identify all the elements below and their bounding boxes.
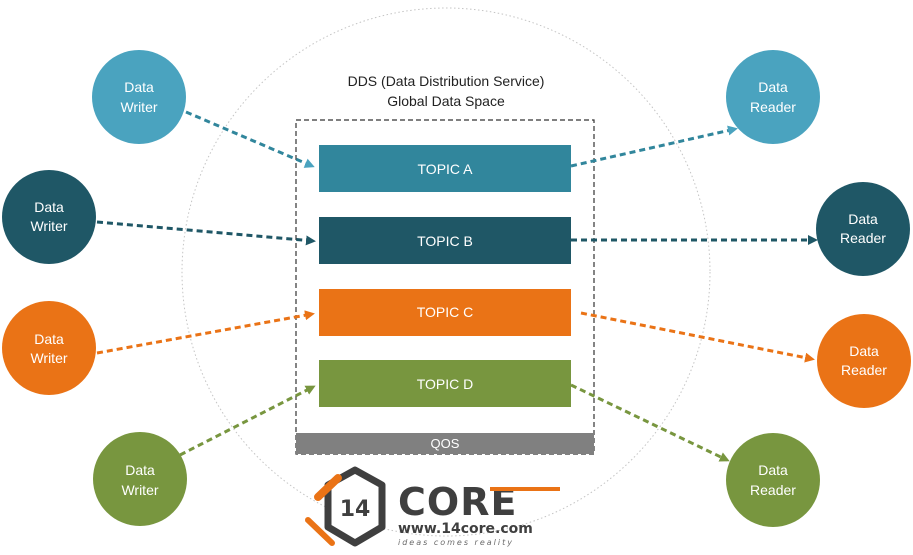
arrow-writer-4-to-topic-d <box>179 385 316 457</box>
logo-number: 14 <box>340 497 371 522</box>
data-writer-1-circle <box>92 50 186 144</box>
data-writer-1-line-1: Data <box>124 79 154 95</box>
topic-d[interactable]: TOPIC D <box>319 360 571 407</box>
arrow-topic-d-to-reader-4 <box>570 383 730 462</box>
data-reader-2[interactable]: Data Reader <box>816 182 910 276</box>
logo-word: CORE <box>398 480 517 524</box>
arrow-writer-1-to-topic-a <box>185 110 315 168</box>
logo-orange-accent-icon <box>314 474 342 501</box>
data-reader-2-line-2: Reader <box>840 230 886 246</box>
data-reader-4-circle <box>726 433 820 527</box>
data-writer-3-line-2: Writer <box>30 350 67 366</box>
data-writer-3-line-1: Data <box>34 331 64 347</box>
data-writer-2-circle <box>2 170 96 264</box>
data-reader-3-line-1: Data <box>849 343 879 359</box>
arrow-writer-2-to-topic-b <box>96 220 316 246</box>
data-reader-2-line-1: Data <box>848 211 878 227</box>
topic-b-label: TOPIC B <box>417 233 473 249</box>
logo-tagline: ideas comes reality <box>398 538 514 547</box>
topic-a[interactable]: TOPIC A <box>319 145 571 192</box>
qos-label: QOS <box>431 436 460 451</box>
topic-c[interactable]: TOPIC C <box>319 289 571 336</box>
data-writer-3[interactable]: Data Writer <box>2 301 96 395</box>
arrow-topic-c-to-reader-3 <box>580 311 815 363</box>
global-data-space-circle <box>181 7 711 537</box>
data-writer-2-line-2: Writer <box>30 218 67 234</box>
data-reader-3[interactable]: Data Reader <box>817 314 911 408</box>
topic-d-label: TOPIC D <box>417 376 474 392</box>
arrow-writer-3-to-topic-c <box>96 310 315 355</box>
data-writer-4-line-1: Data <box>125 462 155 478</box>
qos-bar <box>296 433 594 454</box>
data-reader-4-line-2: Reader <box>750 482 796 498</box>
topic-b-box <box>319 217 571 264</box>
data-writer-2-line-1: Data <box>34 199 64 215</box>
data-reader-1[interactable]: Data Reader <box>726 50 820 144</box>
topic-d-box <box>319 360 571 407</box>
data-writer-4[interactable]: Data Writer <box>93 432 187 526</box>
topic-c-box <box>319 289 571 336</box>
title-line-1: DDS (Data Distribution Service) <box>348 73 545 89</box>
arrow-topic-a-to-reader-1 <box>570 125 738 168</box>
topic-a-label: TOPIC A <box>418 161 474 177</box>
data-reader-2-circle <box>816 182 910 276</box>
logo-orange-accent-icon-2 <box>305 517 335 546</box>
data-reader-4[interactable]: Data Reader <box>726 433 820 527</box>
data-reader-1-circle <box>726 50 820 144</box>
topic-a-box <box>319 145 571 192</box>
data-reader-1-line-2: Reader <box>750 99 796 115</box>
data-writer-1-line-2: Writer <box>120 99 157 115</box>
topic-c-label: TOPIC C <box>417 304 474 320</box>
logo-orange-stripe <box>490 487 560 491</box>
data-reader-3-circle <box>817 314 911 408</box>
data-writer-2[interactable]: Data Writer <box>2 170 96 264</box>
data-writer-3-circle <box>2 301 96 395</box>
data-reader-3-line-2: Reader <box>841 362 887 378</box>
topic-b[interactable]: TOPIC B <box>319 217 571 264</box>
title-line-2: Global Data Space <box>387 93 505 109</box>
data-writer-1[interactable]: Data Writer <box>92 50 186 144</box>
14core-logo: 14 CORE www.14core.com ideas comes reali… <box>305 466 560 547</box>
data-reader-1-line-1: Data <box>758 79 788 95</box>
logo-url: www.14core.com <box>398 521 533 537</box>
data-reader-4-line-1: Data <box>758 462 788 478</box>
data-writer-4-circle <box>93 432 187 526</box>
data-writer-4-line-2: Writer <box>121 482 158 498</box>
